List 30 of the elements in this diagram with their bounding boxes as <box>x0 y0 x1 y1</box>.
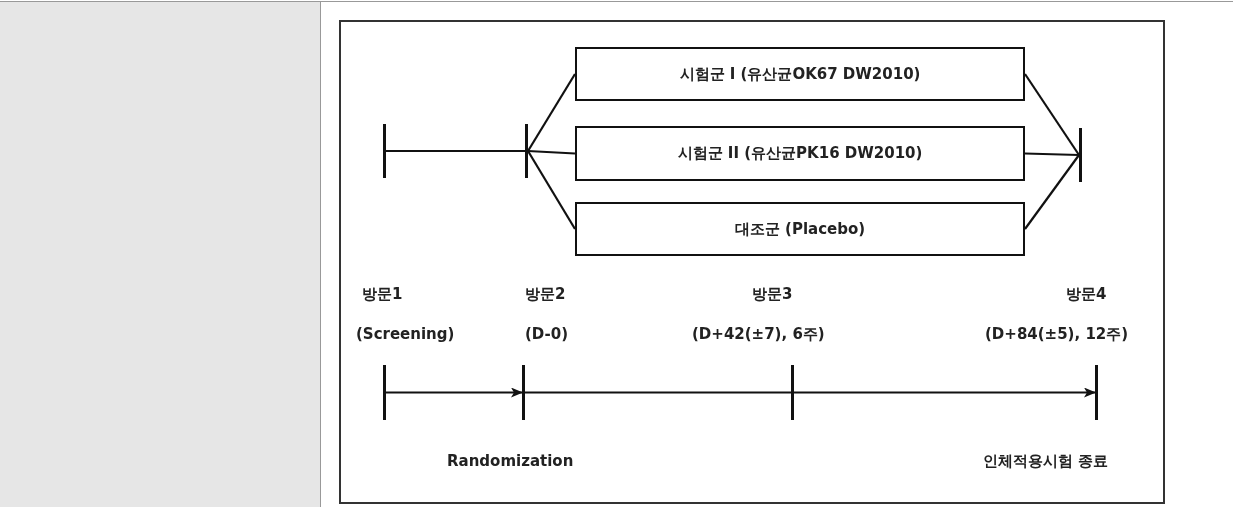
timeline-tick <box>522 365 525 420</box>
timeline-tick <box>383 124 386 178</box>
group-box: 대조군 (Placebo) <box>575 202 1025 256</box>
group-box: 시험군 I (유산균OK67 DW2010) <box>575 47 1025 101</box>
visit-label: 방문4 <box>1066 285 1107 304</box>
connector-line <box>527 150 576 230</box>
timeline-tick <box>383 365 386 420</box>
visit-label: 방문2 <box>525 285 566 304</box>
timeline-tick <box>1079 128 1082 182</box>
connector-line <box>527 149 576 155</box>
milestone-label: Randomization <box>447 452 574 470</box>
visit-timing-label: (Screening) <box>356 325 455 343</box>
timeline-tick <box>1095 365 1098 420</box>
group-box: 시험군 II (유산균PK16 DW2010) <box>575 126 1025 181</box>
connector-line <box>386 149 525 153</box>
connector-line <box>1024 73 1080 156</box>
connector-line <box>1024 154 1080 230</box>
visit-label: 방문3 <box>752 285 793 304</box>
timeline-tick <box>525 124 528 178</box>
connector-line <box>1024 152 1080 157</box>
visit-timing-label: (D-0) <box>525 325 569 343</box>
timeline-tick <box>791 365 794 420</box>
connector-line <box>525 391 791 394</box>
visit-timing-label: (D+84(±5), 12주) <box>985 325 1129 344</box>
visit-label: 방문1 <box>362 285 403 304</box>
arrow <box>386 387 523 398</box>
visit-timing-label: (D+42(±7), 6주) <box>692 325 825 344</box>
arrow <box>794 387 1096 398</box>
connector-line <box>527 73 576 152</box>
milestone-label: 인체적용시험 종료 <box>983 452 1109 471</box>
